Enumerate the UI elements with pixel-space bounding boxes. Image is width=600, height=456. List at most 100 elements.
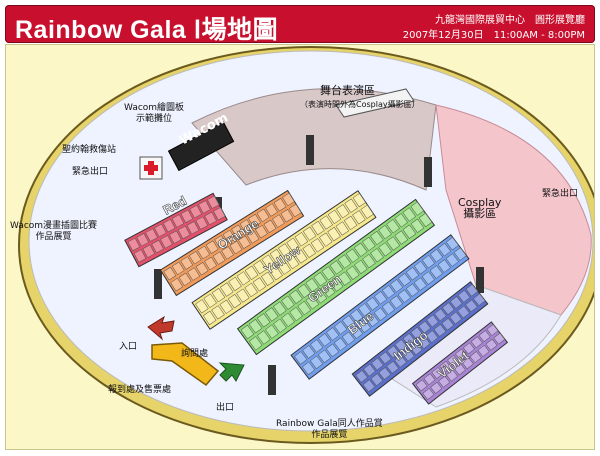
booth-table [281,312,295,328]
booth-table [321,266,336,281]
booth-table [402,207,417,222]
booth-table [327,226,341,242]
booth-table [394,213,408,228]
zone-band [351,281,489,397]
booth-table [246,230,260,244]
booth-table [197,245,211,260]
booth-table [477,344,490,357]
booth-table [272,301,287,316]
booth-table [410,342,423,356]
booth-table [294,249,308,264]
booth-table [282,192,295,207]
booth-table [301,361,316,376]
booth-table [265,324,279,339]
booth-table [160,235,173,249]
booth-table [389,279,404,293]
booth-table [222,229,236,244]
booth-table [170,277,184,292]
booth-table [248,336,263,351]
booth-table [442,302,455,315]
booth-table [493,332,506,345]
booth-table [335,221,350,236]
zone-band [124,192,228,268]
booth-table [337,254,352,269]
wacom-board-label: Wacom繪圖板 示範攤位 [124,103,185,124]
entrance-arrow-icon [147,315,175,341]
booth-table [361,236,376,252]
booth-table [302,345,316,359]
booth-table [310,339,324,353]
booth-table [434,308,447,322]
booth-table [171,261,185,276]
booth-table [370,373,384,387]
booth-table [449,296,463,309]
event-datetime: 2007年12月30日 11:00AM - 8:00PM [402,30,585,41]
booth-table [289,203,302,218]
booth-table [415,379,428,392]
booth-table [352,210,366,225]
booth-table [256,208,270,223]
booth-table [343,215,358,231]
exit-arrow-icon [218,362,245,382]
booth-table [317,349,332,364]
booth-table [413,277,427,291]
booth-table [255,224,268,239]
booth-table [265,203,278,217]
booth-table [221,246,234,260]
booth-table [370,248,384,263]
stage-platform [335,88,415,118]
booth-table [162,219,176,233]
booth-table [465,283,479,297]
entrance-label[interactable]: 入口 [119,342,138,352]
booth-table [195,299,209,314]
booth-table [402,224,417,239]
booth-table [311,220,325,236]
booth-table [214,235,228,249]
booth-table [238,235,251,249]
booth-table [127,237,141,252]
zone-green [236,198,436,356]
booth-table [394,230,409,245]
booth-table [151,239,164,254]
booth-table [269,248,284,264]
booth-table [425,330,439,343]
booth-table [204,211,217,226]
pillar [154,269,162,299]
booth-table [281,295,295,310]
booth-table [418,212,433,228]
booth-table [286,237,300,252]
exit-label[interactable]: 出口 [216,403,235,413]
booth-table [362,379,376,393]
booth-table [447,354,460,367]
booth-table [313,289,328,304]
booth-table [261,254,275,269]
stage-note-label: （表演時間外為Cosplay攝影區） [300,100,420,109]
booth-table [145,228,158,242]
zone-orange [159,189,305,297]
booth-table [421,271,435,285]
booth-table [305,277,319,293]
wacom-contest-label: Wacom漫畫插圖比賽 作品展覽 [10,221,98,242]
booth-table [370,230,384,246]
booth-table [195,262,209,276]
booth-table [378,242,392,257]
booth-table [302,243,316,258]
booth-table [211,288,226,303]
booth-table [445,236,460,251]
zone-band [236,198,436,356]
zone-band [411,321,509,405]
booth-table [402,333,416,346]
booth-table [433,324,447,337]
booth-table [342,315,356,329]
booth-table [236,271,251,286]
booth-table [207,195,220,209]
booth-table [371,357,384,371]
booth-table [231,224,245,238]
booth-table [248,213,261,228]
booth-table [350,309,364,323]
booth-table [378,351,392,365]
registration-label: 報到處及售票處 [108,385,172,395]
booth-table [394,354,407,368]
showcase-label: Rainbow Gala同人作品賞 作品展覽 [276,419,383,440]
